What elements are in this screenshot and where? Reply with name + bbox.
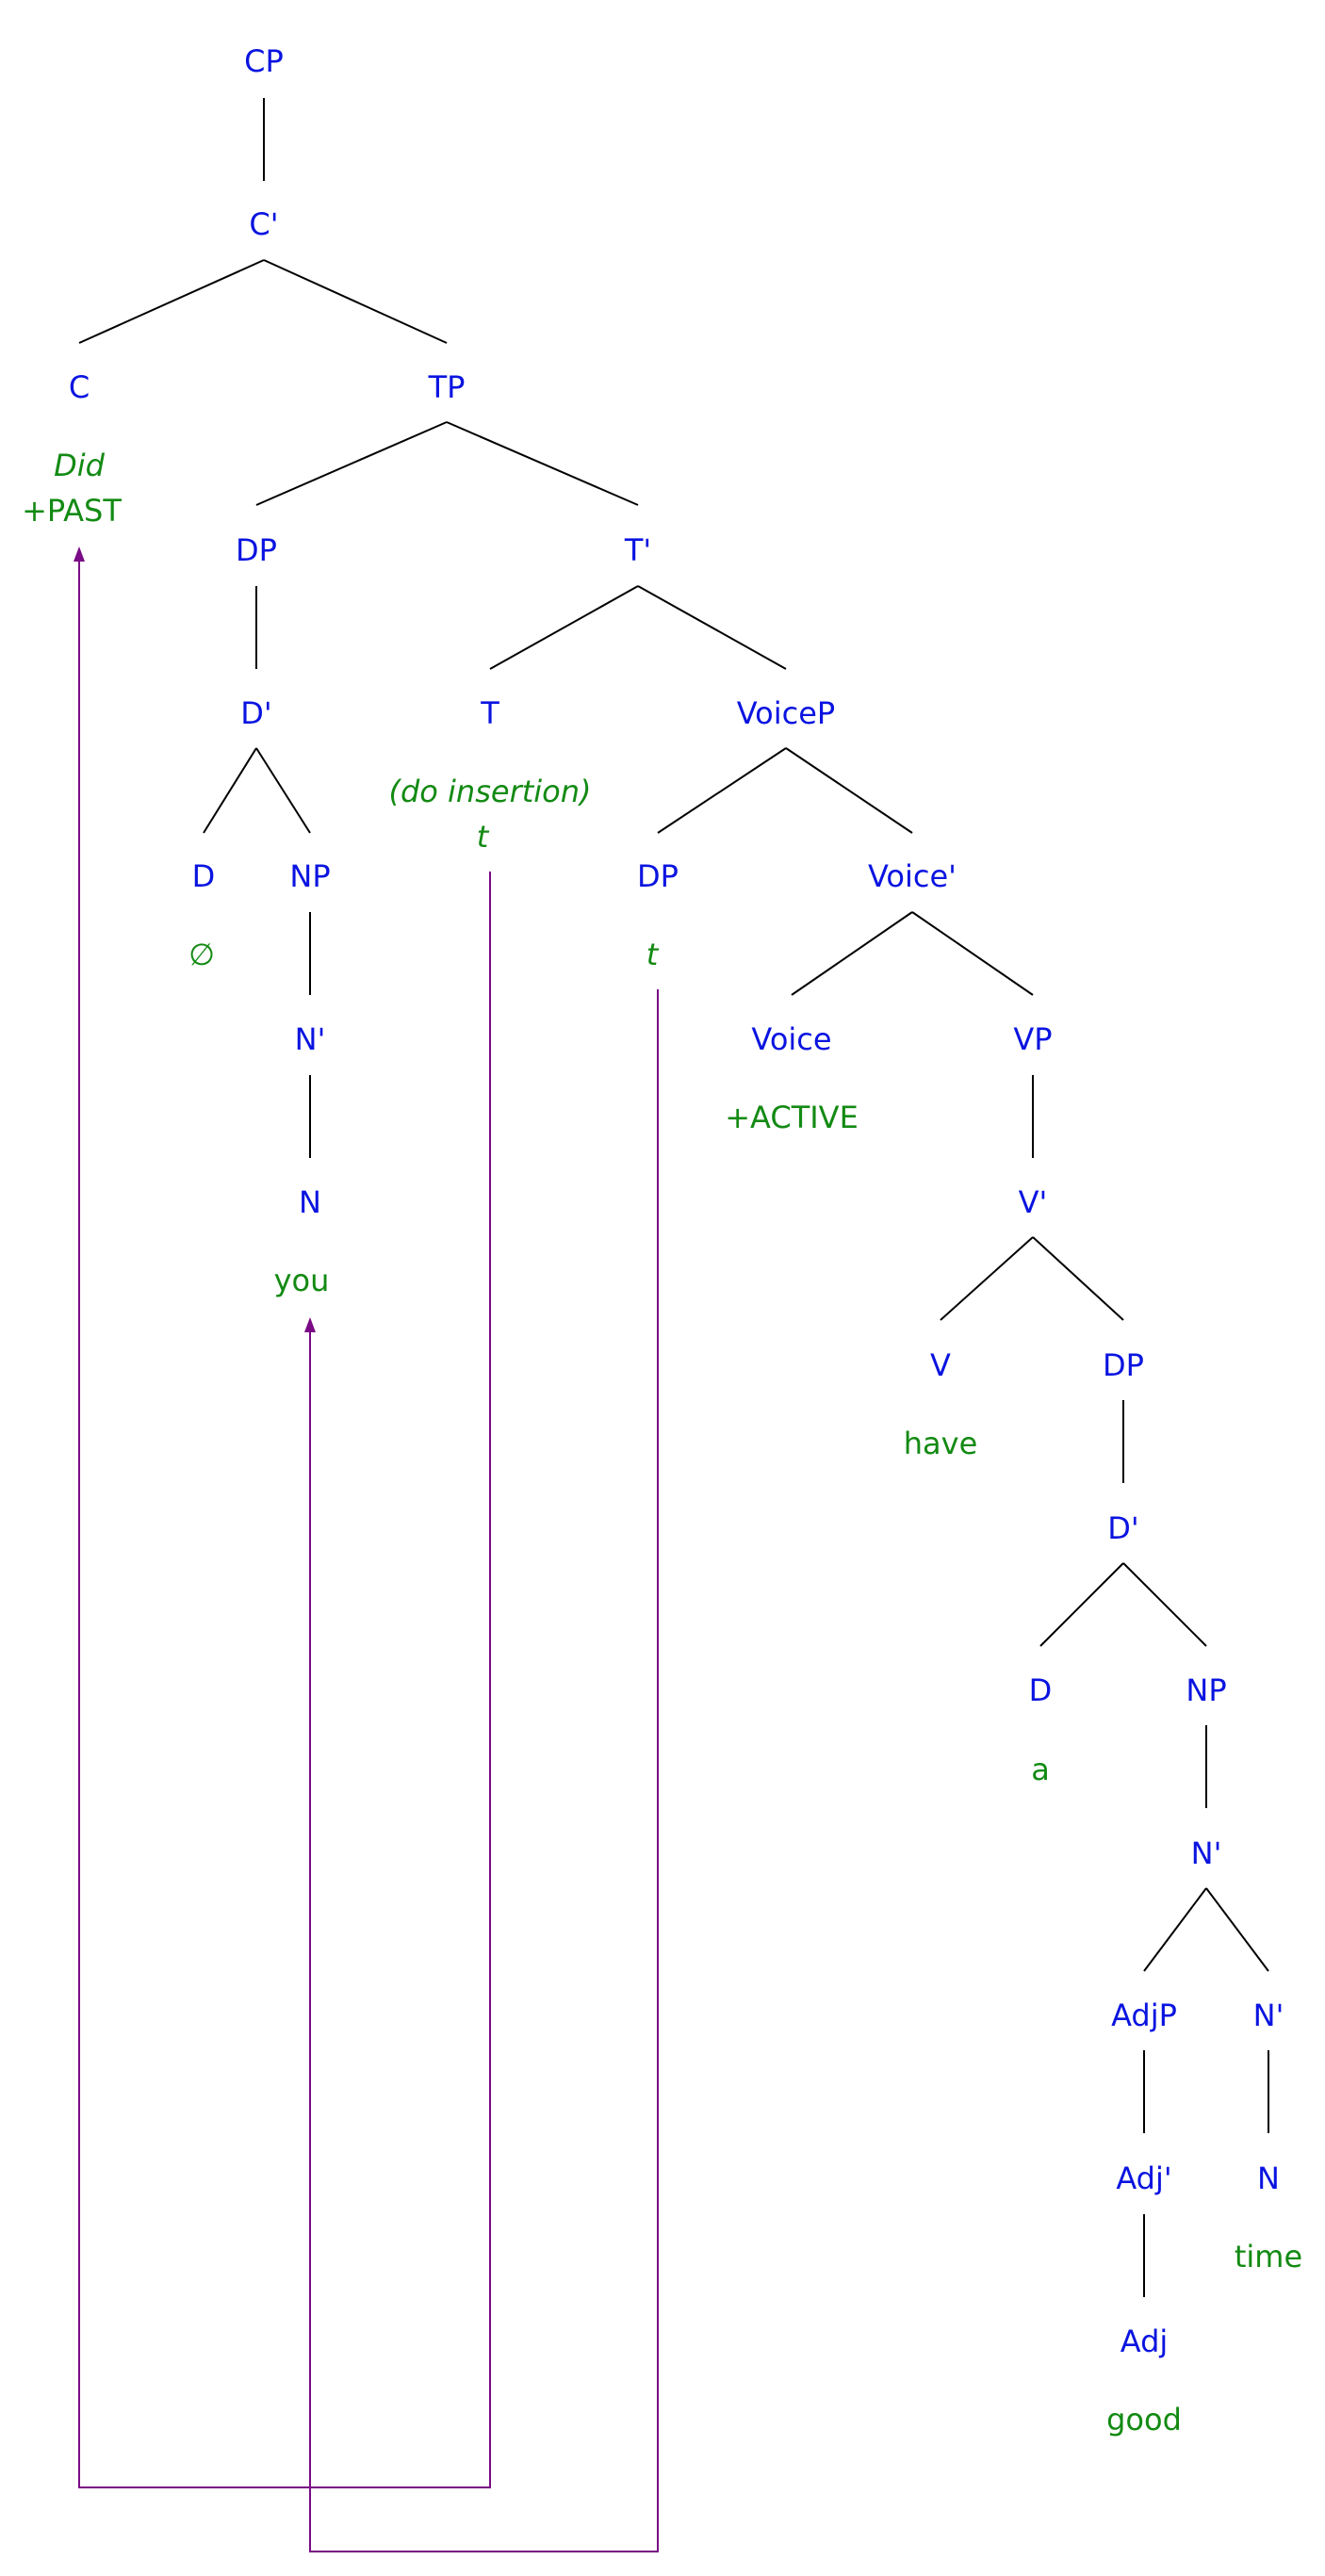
movement-arrowhead-c [74, 546, 85, 562]
branch-tp-tbar [446, 421, 639, 506]
node-c: C [69, 369, 90, 405]
node-n-bar-subject: N' [295, 1021, 326, 1057]
leaf-you: you [274, 1263, 330, 1298]
branch-voicebar-voice [791, 911, 913, 996]
branch-dbar-np [255, 747, 311, 834]
category-nodes: CP C' C TP DP T' D' T VoiceP D NP DP Voi… [69, 43, 1284, 2359]
node-c-bar: C' [249, 206, 278, 242]
node-t: T [480, 695, 499, 731]
node-voice-bar: Voice' [868, 858, 957, 894]
node-adjp: AdjP [1111, 1997, 1177, 2033]
branch-vbar-dp [1032, 1236, 1124, 1321]
node-v: V [930, 1347, 951, 1383]
leaf-dp-trace: t [646, 937, 660, 972]
node-voicep: VoiceP [737, 695, 835, 731]
branch-voicep-voicebar [785, 747, 913, 834]
movement-arrowhead-n [304, 1317, 316, 1332]
branch-tp-dp [255, 421, 448, 506]
node-n-subject: N [299, 1184, 321, 1220]
movement-line-t-to-c [78, 560, 491, 2488]
node-d-bar-subject: D' [240, 695, 271, 731]
branch-cbar-c [78, 259, 265, 344]
branch-tbar-t [489, 585, 639, 670]
branch-dbar-d-obj [1039, 1562, 1124, 1647]
node-dp-subject: DP [236, 532, 277, 568]
branch-cbar-tp [263, 259, 448, 344]
branch-dbar-np-obj [1122, 1562, 1207, 1647]
leaf-time: time [1235, 2239, 1302, 2274]
branch-nbar-adjp [1143, 1887, 1207, 1972]
branch-nbar-nbar2 [1205, 1887, 1269, 1972]
node-n-bar-object: N' [1191, 1835, 1222, 1871]
leaf-null-determiner: ∅ [188, 937, 215, 972]
branch-dbar-d [203, 747, 257, 834]
branch-vbar-v [940, 1236, 1034, 1321]
node-tp: TP [428, 369, 466, 405]
leaf-past: +PAST [22, 493, 122, 529]
lexical-leaves: Did +PAST ∅ (do insertion) t t +ACTIVE y… [22, 448, 1302, 2437]
leaf-active: +ACTIVE [725, 1100, 859, 1135]
branch-tbar-voicep [637, 585, 787, 670]
node-vp: VP [1013, 1021, 1052, 1057]
node-d-object: D [1029, 1672, 1053, 1708]
movement-line-dp-to-n [309, 989, 659, 2552]
leaf-do-insertion: (do insertion) [388, 774, 591, 809]
node-v-bar: V' [1019, 1184, 1048, 1220]
node-n-object: N [1257, 2160, 1280, 2196]
node-voice: Voice [751, 1021, 831, 1057]
node-dp-voice: DP [637, 858, 679, 894]
node-np-subject: NP [289, 858, 330, 894]
leaf-did: Did [54, 448, 106, 483]
branch-voicebar-vp [911, 911, 1034, 996]
node-d-subject: D [192, 858, 216, 894]
leaf-good: good [1106, 2402, 1182, 2437]
node-dp-object: DP [1103, 1347, 1144, 1383]
node-adj: Adj [1121, 2323, 1169, 2359]
node-d-bar-object: D' [1107, 1510, 1138, 1546]
branch-voicep-dp [657, 747, 787, 834]
node-t-bar: T' [624, 532, 651, 568]
node-adj-bar: Adj' [1116, 2160, 1171, 2196]
leaf-a: a [1031, 1752, 1050, 1787]
tree-branches [78, 98, 1269, 2297]
movement-arrows [74, 546, 659, 2552]
node-n-bar-object-2: N' [1253, 1997, 1284, 2033]
node-np-object: NP [1186, 1672, 1226, 1708]
leaf-t-trace: t [477, 819, 490, 855]
node-cp: CP [244, 43, 284, 79]
leaf-have: have [904, 1426, 978, 1461]
